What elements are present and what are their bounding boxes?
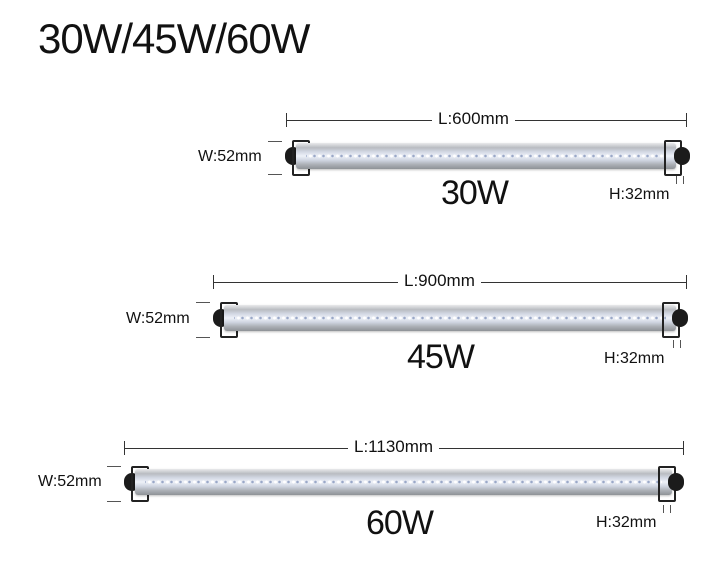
led-bar bbox=[296, 143, 676, 169]
end-cap-right bbox=[668, 473, 684, 491]
end-cap-right bbox=[674, 147, 690, 165]
length-dimension-line bbox=[124, 448, 683, 449]
end-cap-left bbox=[285, 147, 301, 165]
mount-bracket-left bbox=[220, 302, 238, 338]
led-strip bbox=[306, 154, 666, 158]
end-cap-left bbox=[213, 309, 229, 327]
length-dimension-line bbox=[213, 282, 686, 283]
length-tick-right bbox=[686, 113, 687, 127]
length-tick-left bbox=[124, 441, 125, 455]
height-guide-left bbox=[676, 176, 677, 184]
length-tick-left bbox=[213, 275, 214, 289]
mount-bracket-right bbox=[662, 302, 680, 338]
width-guide-bottom bbox=[268, 174, 282, 175]
height-label: H:32mm bbox=[609, 186, 670, 203]
width-guide-top bbox=[196, 302, 210, 303]
length-label: L:600mm bbox=[432, 110, 515, 127]
end-cap-right bbox=[672, 309, 688, 327]
length-label: L:900mm bbox=[398, 272, 481, 289]
mount-bracket-right bbox=[658, 466, 676, 502]
height-guide-right bbox=[680, 340, 681, 348]
width-guide-bottom bbox=[107, 501, 121, 502]
width-guide-bottom bbox=[196, 337, 210, 338]
length-label: L:1130mm bbox=[348, 438, 440, 455]
height-guide-right bbox=[683, 176, 684, 184]
length-tick-right bbox=[683, 441, 684, 455]
led-bar bbox=[224, 305, 676, 331]
height-guide-right bbox=[670, 505, 671, 513]
height-guide-left bbox=[663, 505, 664, 513]
mount-bracket-left bbox=[292, 140, 310, 176]
width-guide-top bbox=[107, 466, 121, 467]
width-label: W:52mm bbox=[126, 310, 190, 327]
led-strip bbox=[234, 316, 666, 320]
length-dimension-line bbox=[286, 120, 686, 121]
led-strip bbox=[145, 480, 662, 484]
length-tick-left bbox=[286, 113, 287, 127]
wattage-label: 30W bbox=[441, 174, 509, 212]
width-label: W:52mm bbox=[198, 148, 262, 165]
led-bar bbox=[135, 469, 672, 495]
height-label: H:32mm bbox=[596, 514, 657, 531]
mount-bracket-left bbox=[131, 466, 149, 502]
width-label: W:52mm bbox=[38, 473, 102, 490]
wattage-label: 45W bbox=[407, 338, 475, 376]
height-guide-left bbox=[673, 340, 674, 348]
page-title: 30W/45W/60W bbox=[38, 15, 310, 62]
end-cap-left bbox=[124, 473, 140, 491]
wattage-label: 60W bbox=[366, 504, 434, 542]
length-tick-right bbox=[686, 275, 687, 289]
height-label: H:32mm bbox=[604, 350, 665, 367]
mount-bracket-right bbox=[664, 140, 682, 176]
width-guide-top bbox=[268, 141, 282, 142]
